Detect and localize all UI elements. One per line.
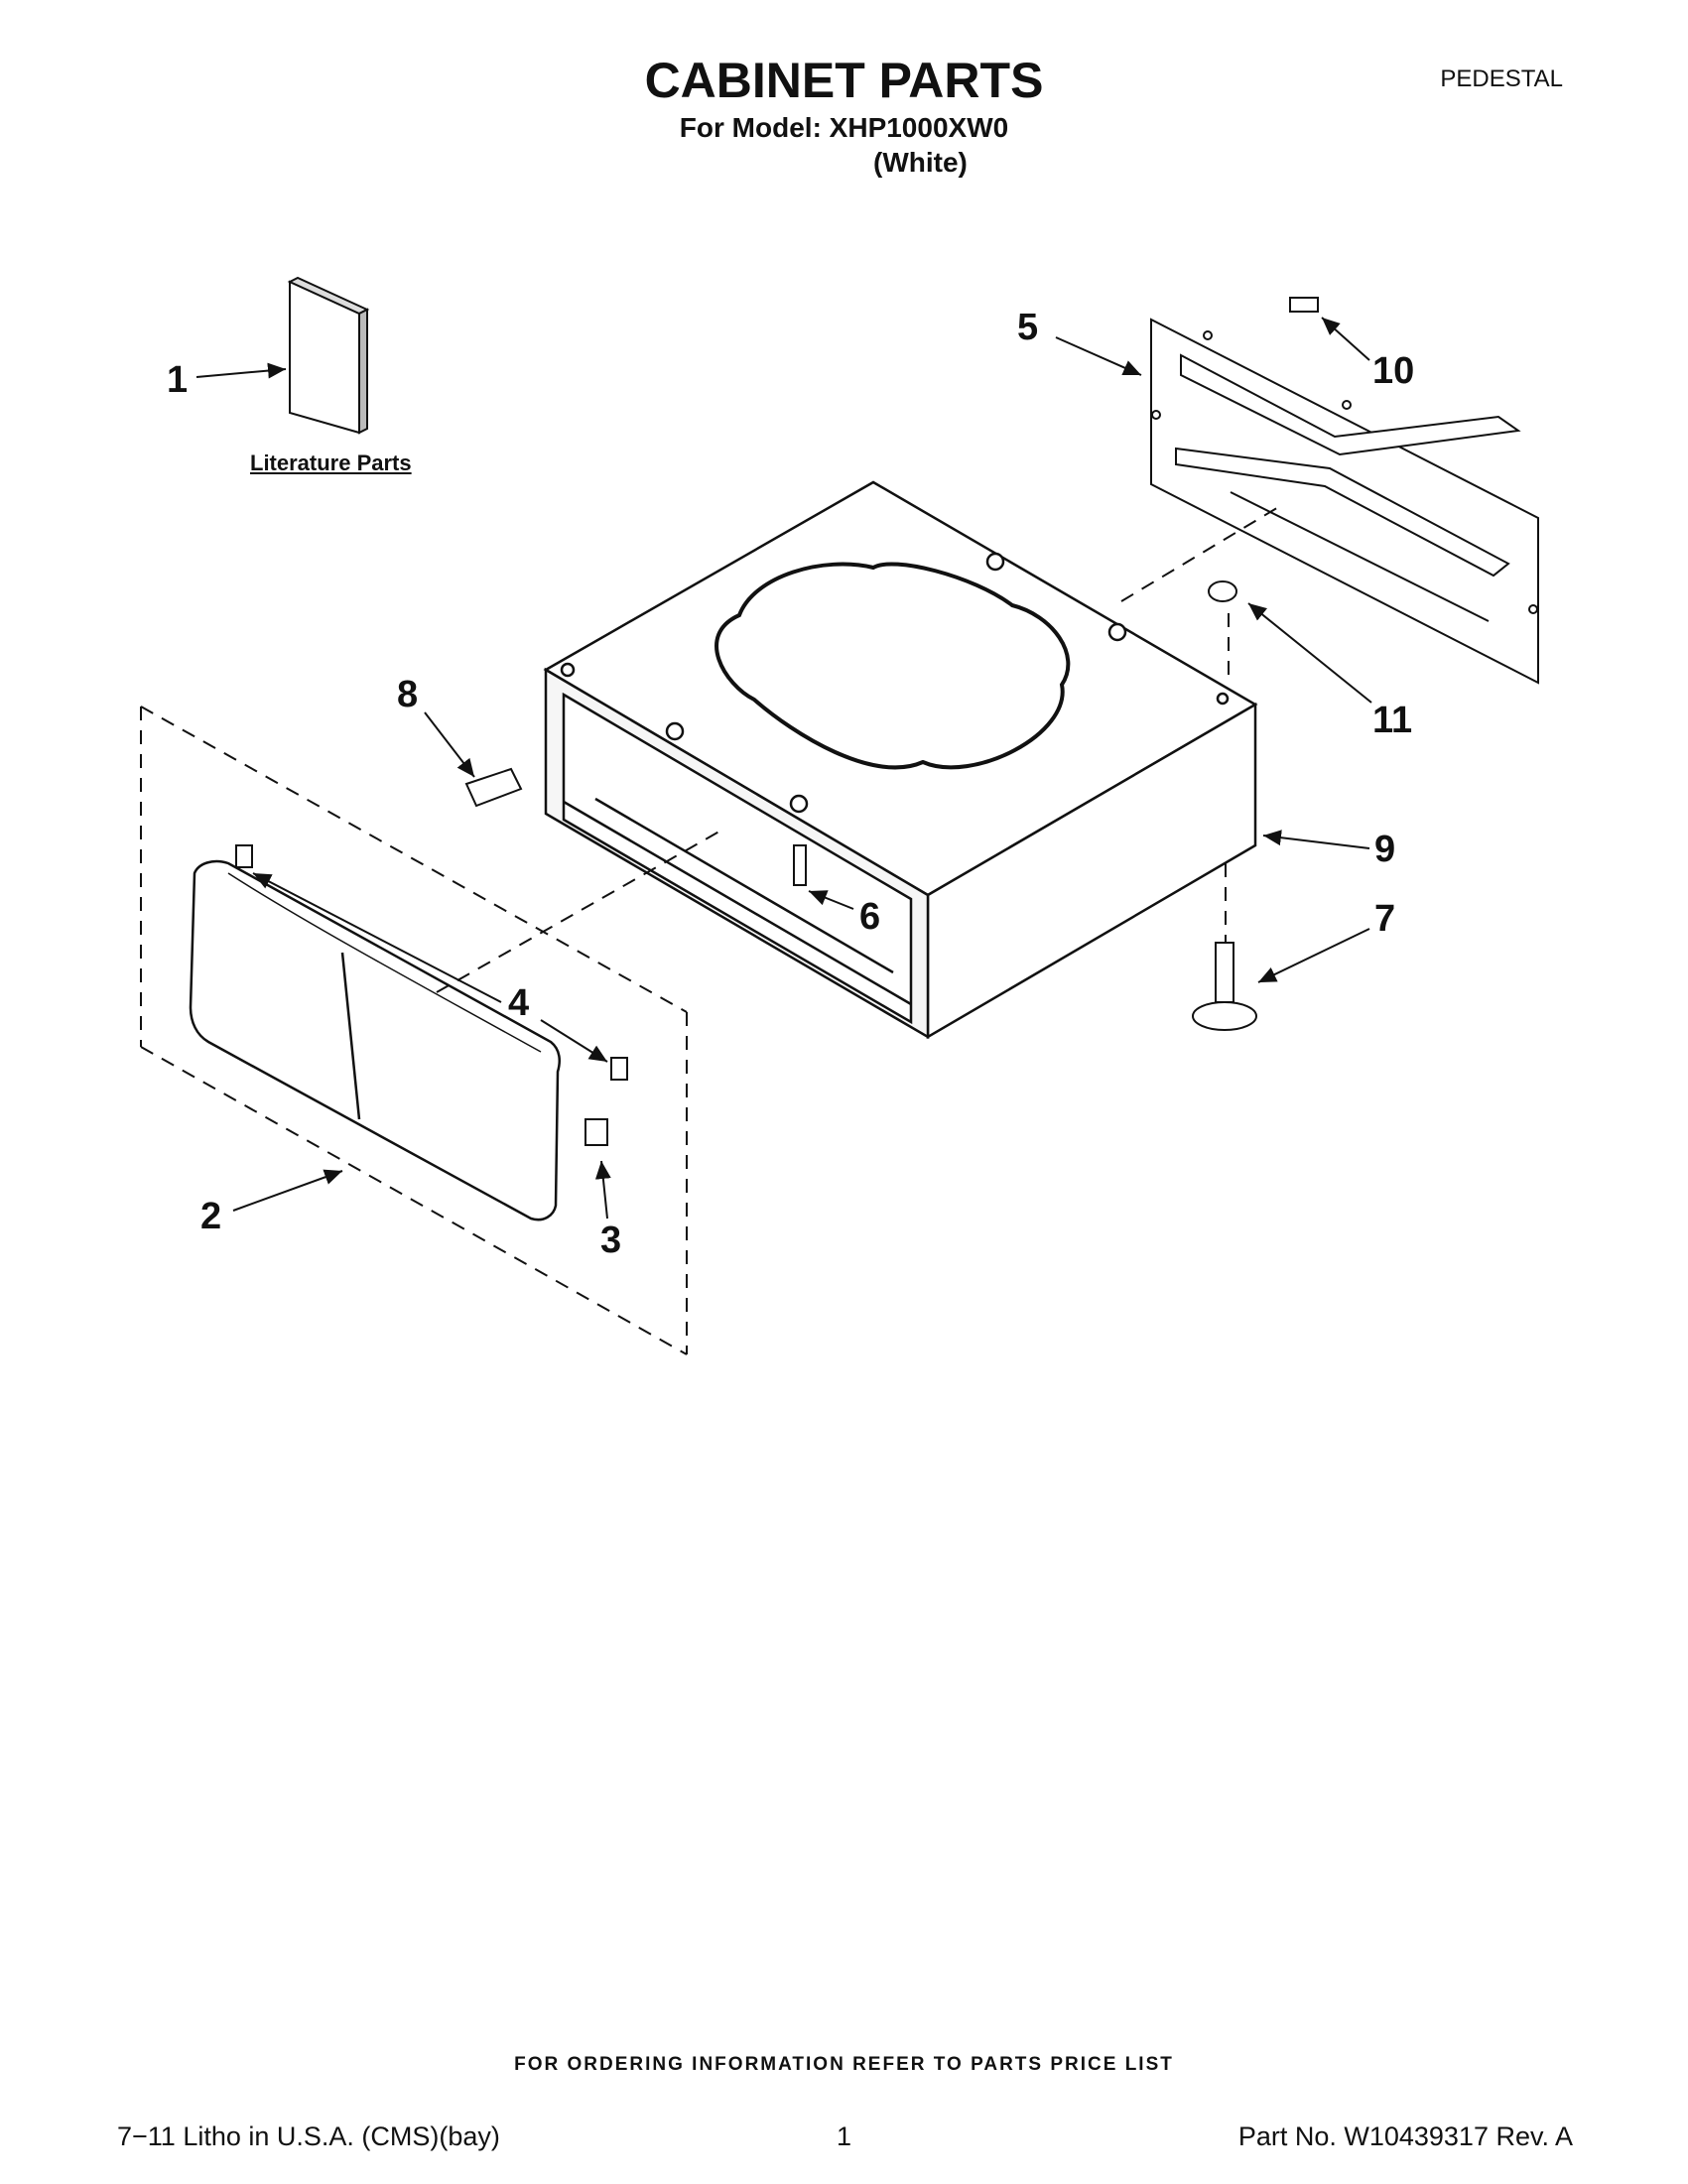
drawer-clip <box>584 1118 608 1146</box>
callout-2: 2 <box>200 1196 221 1237</box>
literature-parts-label: Literature Parts <box>250 450 412 475</box>
callout-6: 6 <box>859 896 880 938</box>
bracket <box>464 767 523 808</box>
drawer-front <box>189 859 561 1221</box>
model-number: For Model: XHP1000XW0 <box>679 112 1009 143</box>
callout-10: 10 <box>1372 350 1414 392</box>
drawer-knob-left <box>235 844 253 868</box>
litho-info: 7−11 Litho in U.S.A. (CMS)(bay) <box>117 2121 500 2151</box>
callout-4: 4 <box>508 982 529 1024</box>
page-title: CABINET PARTS <box>644 53 1044 108</box>
part-number: Part No. W10439317 Rev. A <box>1237 2121 1573 2151</box>
model-color: (White) <box>873 147 968 178</box>
callout-1: 1 <box>167 359 188 401</box>
hardware-parts <box>235 297 1319 1146</box>
back-panel <box>1150 318 1539 685</box>
back-screw <box>1289 297 1319 313</box>
leveling-leg-stem <box>1215 942 1234 1003</box>
callout-11: 11 <box>1372 700 1412 741</box>
callout-8: 8 <box>397 674 418 715</box>
plug <box>1208 580 1237 602</box>
literature-booklet <box>287 276 370 435</box>
cabinet-body <box>543 480 1258 1040</box>
callout-3: 3 <box>600 1220 621 1261</box>
callout-9: 9 <box>1374 829 1395 870</box>
leveling-leg-foot <box>1192 1001 1257 1031</box>
callout-5: 5 <box>1017 307 1038 348</box>
drawer-dashed-enclosure <box>140 505 1281 1355</box>
callout-7: 7 <box>1374 898 1395 940</box>
screw <box>793 844 807 886</box>
leader-lines <box>195 317 1372 1220</box>
section-name: PEDESTAL <box>1440 65 1563 92</box>
page-number: 1 <box>836 2121 852 2151</box>
ordering-note: FOR ORDERING INFORMATION REFER TO PARTS … <box>514 2054 1174 2075</box>
drawer-knob-right <box>610 1057 628 1081</box>
